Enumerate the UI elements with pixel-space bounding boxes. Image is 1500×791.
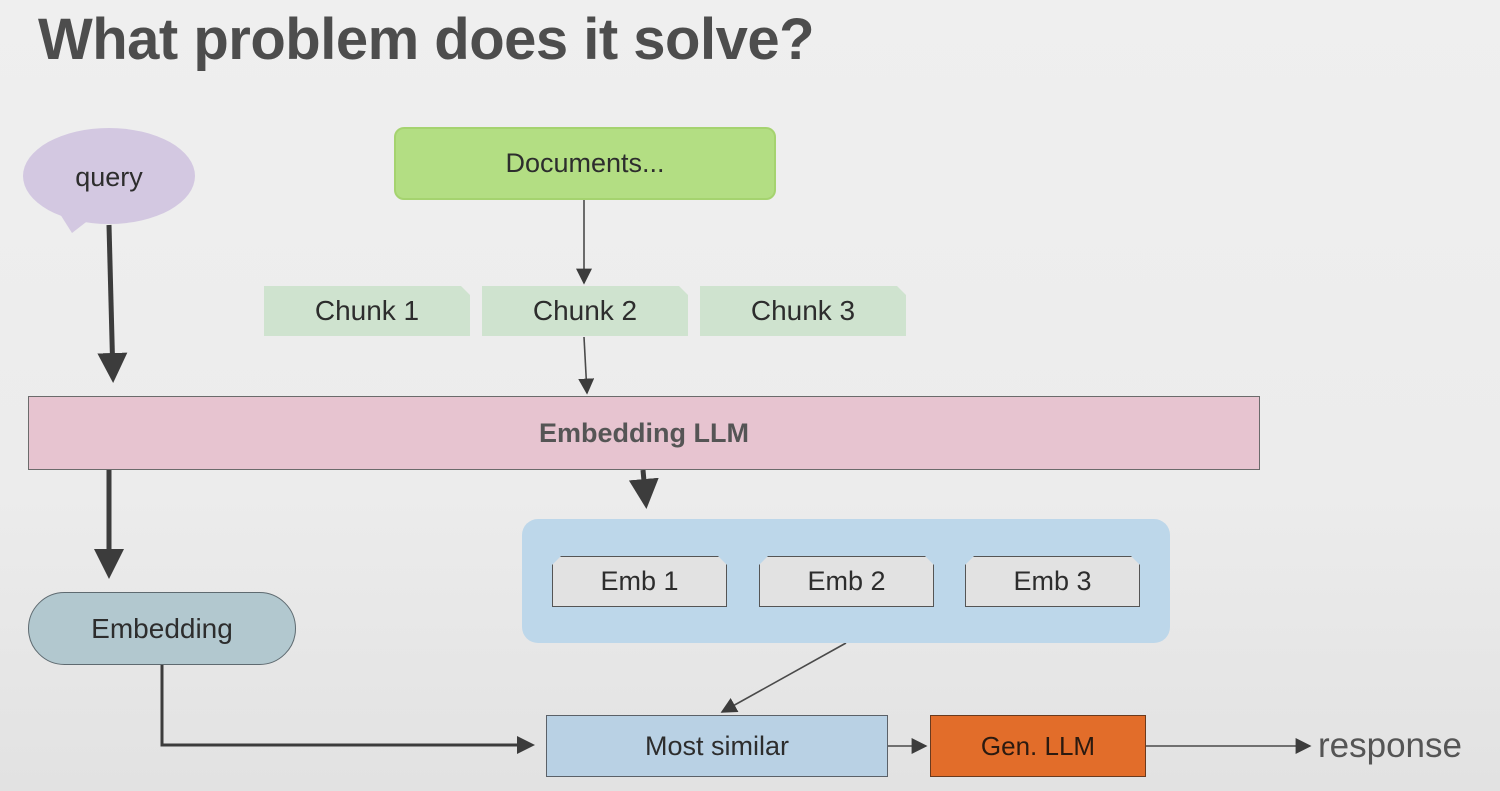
slide-title: What problem does it solve? (38, 7, 815, 72)
gen-llm-box: Gen. LLM (930, 715, 1146, 777)
most-similar-box: Most similar (546, 715, 888, 777)
arrow-chunks-to-embedding-llm (578, 336, 595, 395)
response-label: response (1318, 726, 1462, 765)
chunk-1: Chunk 1 (264, 286, 470, 336)
emb-3: Emb 3 (965, 556, 1140, 607)
chunk-3: Chunk 3 (700, 286, 906, 336)
emb-1: Emb 1 (552, 556, 727, 607)
query-embedding-box: Embedding (28, 592, 296, 665)
arrow-embedding-to-most-similar (160, 665, 535, 754)
query-label: query (75, 161, 143, 192)
emb-2: Emb 2 (759, 556, 934, 607)
documents-box: Documents... (394, 127, 776, 200)
arrow-query-to-embedding-llm (97, 224, 128, 383)
query-bubble-body (23, 128, 195, 224)
chunk-2: Chunk 2 (482, 286, 688, 336)
arrow-embs-to-most-similar (720, 642, 847, 713)
embedding-llm-box: Embedding LLM (28, 396, 1260, 470)
arrow-embedding-llm-to-embs (628, 469, 659, 509)
